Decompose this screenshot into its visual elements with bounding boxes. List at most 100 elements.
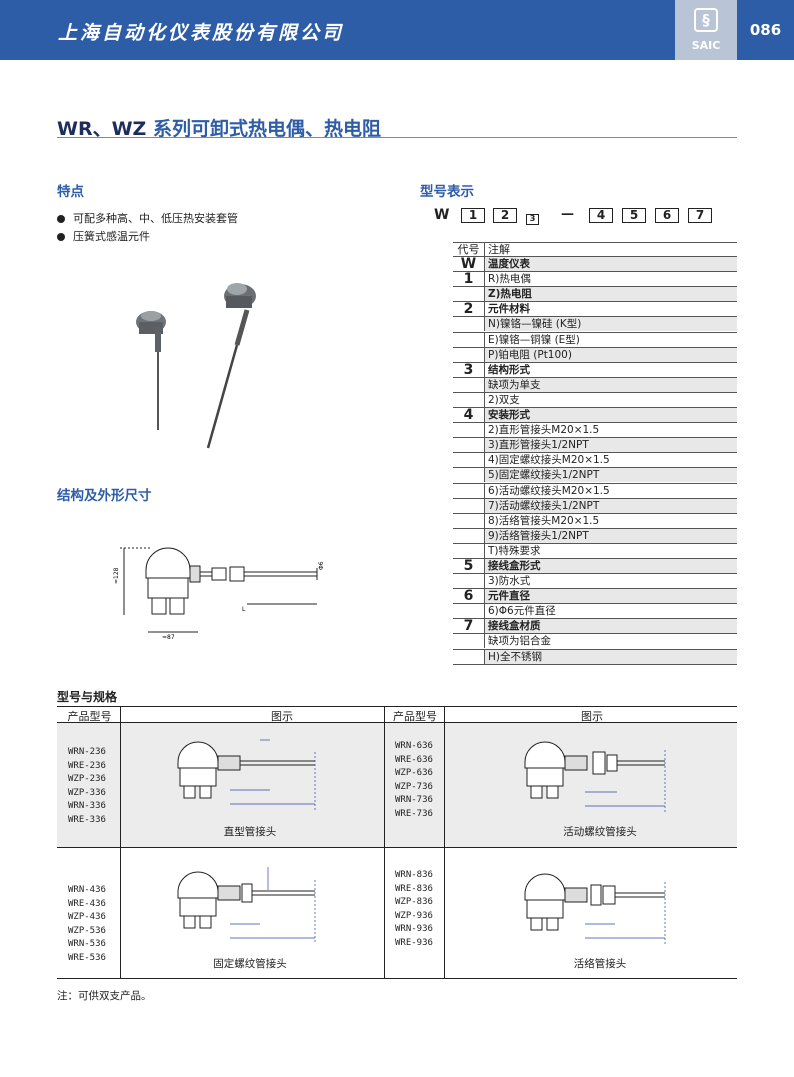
code-note: 9)活络管接头1/2NPT <box>484 528 737 543</box>
code-note: 缺项为单支 <box>484 377 737 392</box>
model-box-7: 7 <box>688 208 712 223</box>
code-value: 6 <box>463 588 474 605</box>
spec-table-bottom <box>57 978 737 979</box>
model-code: WRN-736 <box>395 795 433 805</box>
code-table-row: E)镍铬—铜镍 (E型) <box>453 332 737 348</box>
col-model-2: 产品型号 <box>393 710 437 723</box>
code-note: E)镍铬—铜镍 (E型) <box>484 332 737 347</box>
feature-text: 压簧式感温元件 <box>73 230 150 243</box>
note-header: 注解 <box>484 243 737 257</box>
code-note: 元件直径 <box>484 589 737 604</box>
code-table-row: 6)Φ6元件直径 <box>453 604 737 620</box>
model-code: WZP-236 <box>68 774 106 784</box>
code-note: 7)活动螺纹接头1/2NPT <box>484 498 737 513</box>
structure-drawing: ≈128 ≈87 L Φ6 <box>113 547 325 641</box>
footnote: 注：可供双支产品。 <box>57 990 152 1002</box>
movable-thread-fitting-drawing <box>524 741 666 814</box>
code-table-row: 6)活动螺纹接头M20×1.5 <box>453 483 737 499</box>
model-box-6: 6 <box>655 208 679 223</box>
model-code: WZP-636 <box>395 768 433 778</box>
model-box-2: 2 <box>493 208 517 223</box>
flexible-fitting-drawing <box>524 873 666 946</box>
model-code: WRE-636 <box>395 754 433 765</box>
col-figure-1: 图示 <box>271 710 293 723</box>
dim-length: L <box>242 606 246 613</box>
model-code: WRN-836 <box>395 870 433 880</box>
spec-col-divider <box>444 706 445 978</box>
code-table-row: 4)固定螺纹接头M20×1.5 <box>453 453 737 469</box>
code-note: H)全不锈钢 <box>484 649 737 664</box>
code-note: 4)固定螺纹接头M20×1.5 <box>484 453 737 468</box>
code-note: 温度仪表 <box>484 257 737 272</box>
code-note: 3)直形管接头1/2NPT <box>484 438 737 453</box>
model-box-4: 4 <box>589 208 613 223</box>
spec-heading: 型号与规格 <box>57 690 118 704</box>
product-photo <box>136 283 256 449</box>
bullet-icon <box>57 233 65 241</box>
spec-row-1 <box>57 723 737 847</box>
model-prefix: W <box>434 207 450 223</box>
model-code: WRN-336 <box>68 801 106 811</box>
figure-caption: 直型管接头 <box>223 826 277 838</box>
header-bar <box>0 0 794 60</box>
code-value: 4 <box>463 407 474 424</box>
title-text: 系列可卸式热电偶、热电阻 <box>152 118 381 140</box>
dim-width: ≈87 <box>162 634 175 641</box>
code-table-row: 2)直形管接头M20×1.5 <box>453 423 737 439</box>
fixed-thread-fitting-drawing <box>177 867 316 944</box>
model-code: WRN-236 <box>68 747 106 757</box>
model-code: WRN-536 <box>68 939 106 949</box>
bullet-icon <box>57 215 65 223</box>
feature-item: 压簧式感温元件 <box>57 228 150 244</box>
code-note: T)特殊要求 <box>484 543 737 558</box>
model-code: WZP-836 <box>395 897 433 907</box>
code-note: P)铂电阻 (Pt100) <box>484 347 737 362</box>
spec-row-divider <box>57 847 737 848</box>
model-code: WZP-936 <box>395 910 433 921</box>
logo-text: SAIC <box>691 39 721 52</box>
model-box-5: 5 <box>622 208 646 223</box>
model-code: WRE-336 <box>68 814 106 825</box>
code-note: 8)活络管接头M20×1.5 <box>484 513 737 528</box>
model-dash: — <box>561 207 574 222</box>
code-value: 3 <box>463 361 474 378</box>
feature-text: 可配多种高、中、低压热安装套管 <box>73 212 238 225</box>
model-box-3: 3 <box>526 214 539 225</box>
dim-diameter: Φ6 <box>318 561 325 570</box>
model-code: WRE-436 <box>68 898 106 909</box>
model-code-heading: 型号表示 <box>420 184 474 200</box>
code-table-row: 8)活络管接头M20×1.5 <box>453 513 737 529</box>
spec-table-header: 产品型号 图示 产品型号 图示 <box>57 706 737 723</box>
figure-caption: 活动螺纹管接头 <box>563 826 637 838</box>
col-figure-2: 图示 <box>581 710 603 723</box>
code-table-row: T)特殊要求 <box>453 543 737 559</box>
figure-caption: 固定螺纹管接头 <box>213 958 287 970</box>
code-table-row: P)铂电阻 (Pt100) <box>453 347 737 363</box>
code-table-row: 2)双支 <box>453 392 737 409</box>
model-code: WRN-636 <box>395 741 433 751</box>
features-heading: 特点 <box>57 184 84 200</box>
page-title: WR、WZ 系列可卸式热电偶、热电阻 <box>57 114 381 141</box>
code-note: 缺项为铝合金 <box>484 634 737 649</box>
code-note: 6)Φ6元件直径 <box>484 604 737 619</box>
code-table-row: 7)活动螺纹接头1/2NPT <box>453 498 737 514</box>
code-note: 3)防水式 <box>484 574 737 589</box>
code-table-row: 3)直形管接头1/2NPT <box>453 438 737 454</box>
thermocouple-short-image <box>136 311 166 430</box>
code-table-row: 9)活络管接头1/2NPT <box>453 528 737 544</box>
code-note: 5)固定螺纹接头1/2NPT <box>484 468 737 483</box>
title-divider <box>57 137 737 138</box>
model-box-1: 1 <box>461 208 485 223</box>
figure-caption: 活络管接头 <box>573 958 627 970</box>
straight-fitting-drawing <box>177 739 316 812</box>
model-code: WRE-236 <box>68 760 106 771</box>
code-table-row: 缺项为铝合金 <box>453 634 737 650</box>
structure-heading: 结构及外形尺寸 <box>57 488 152 504</box>
dim-height: ≈128 <box>113 567 120 584</box>
